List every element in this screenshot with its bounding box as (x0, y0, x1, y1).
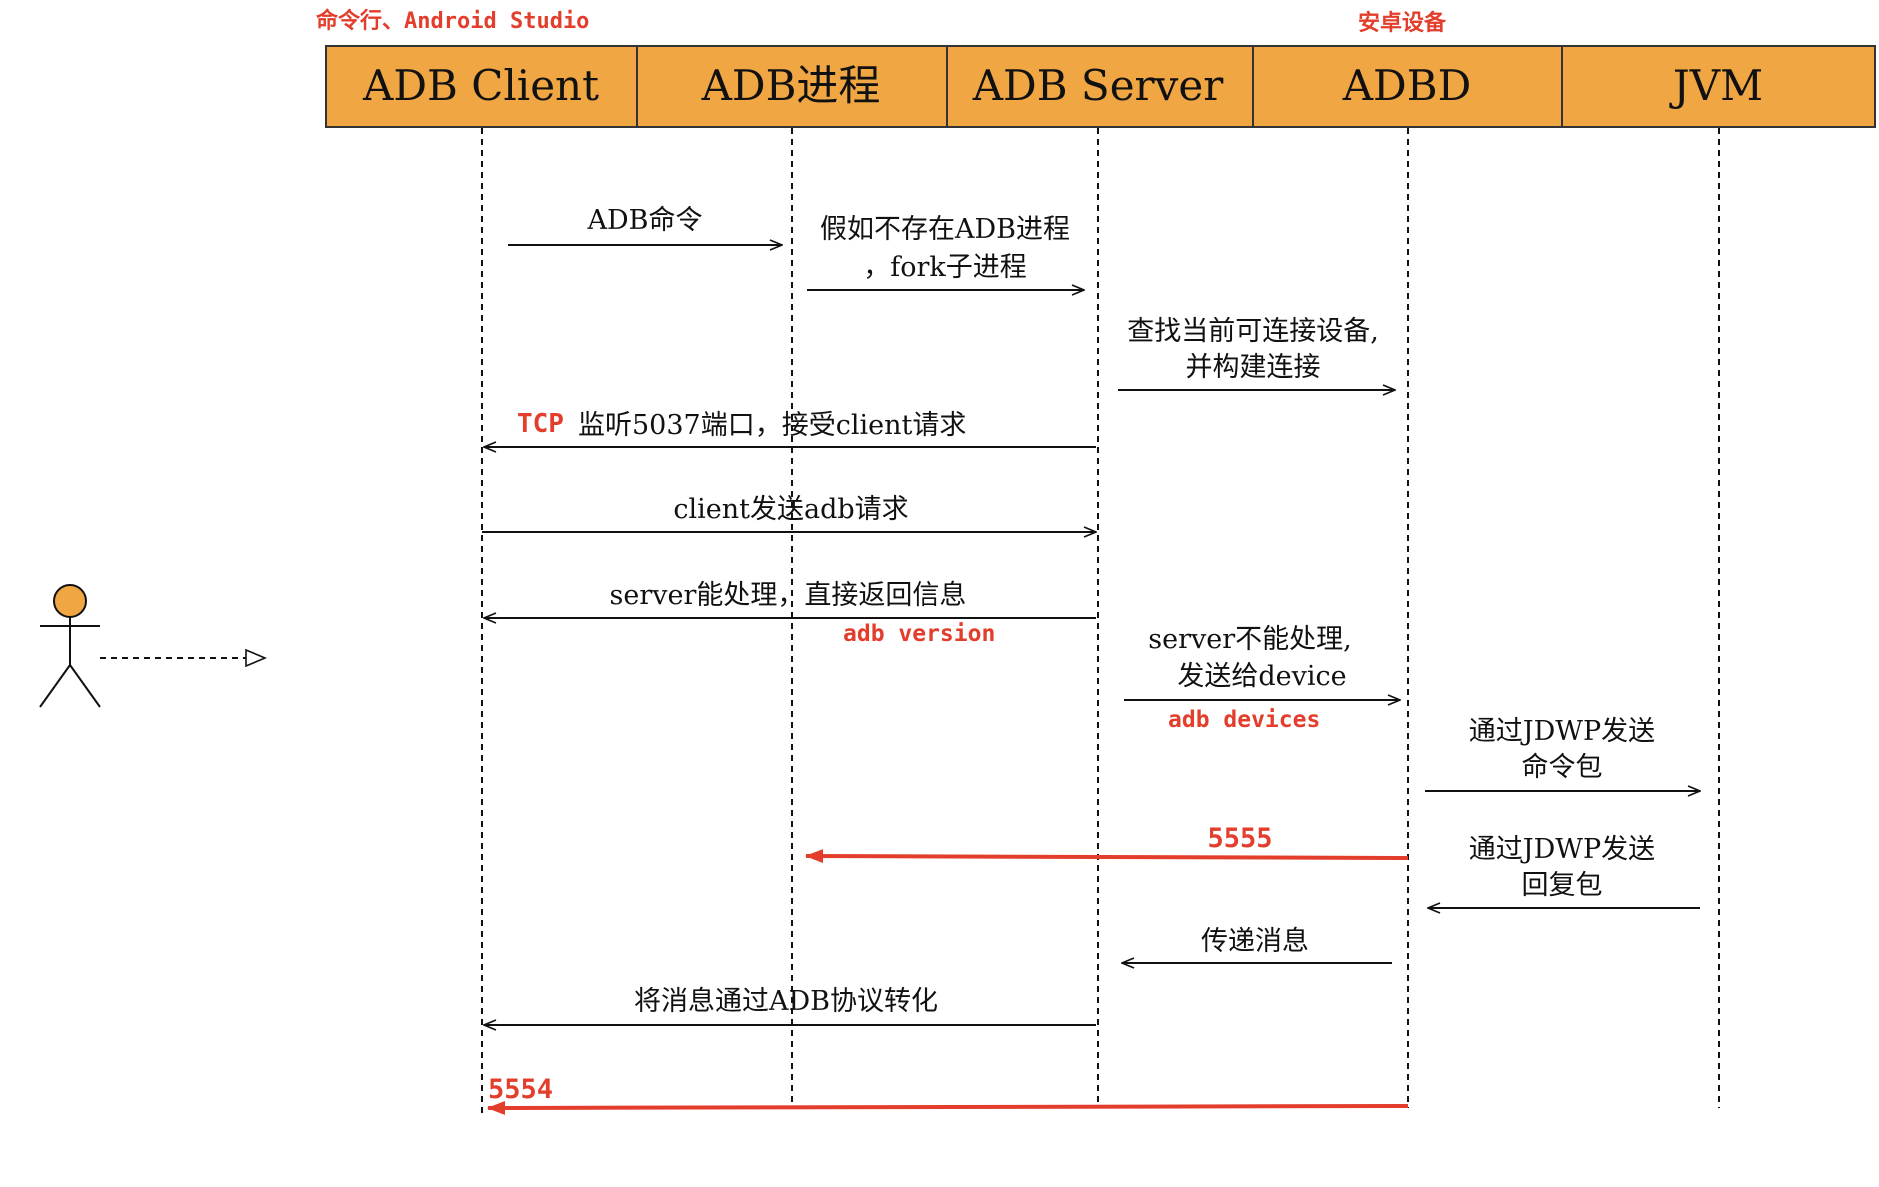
message-protocol-convert: 将消息通过ADB协议转化 (484, 986, 1096, 1025)
label-server-return: server能处理，直接返回信息 (610, 580, 967, 611)
actor-leg-left (39, 664, 71, 708)
label-port-5554: 5554 (488, 1074, 553, 1105)
label-protocol-convert: 将消息通过ADB协议转化 (634, 986, 938, 1017)
label-jdwp-command-line1: 通过JDWP发送 (1469, 716, 1655, 747)
message-find-devices: 查找当前可连接设备, 并构建连接 (1118, 316, 1395, 390)
actor-head (53, 584, 87, 618)
participant-box-jvm (1561, 45, 1876, 128)
label-tcp-tag: TCP (517, 409, 564, 439)
note-adb-devices: adb devices (1168, 707, 1320, 733)
participant-label-adbd: ADBD (1342, 61, 1472, 110)
actor-user (39, 584, 101, 708)
label-tcp-listen: 监听5037端口，接受client请求 (578, 410, 966, 441)
note-adb-version: adb version (843, 621, 995, 647)
client-side-label: 命令行、Android Studio (316, 8, 589, 34)
participant-label-adb-client: ADB Client (362, 61, 599, 110)
participant-label-adb-process: ADB进程 (701, 61, 881, 110)
message-port-5555: 5555 (805, 823, 1409, 864)
participant-label-jvm: JVM (1669, 61, 1763, 110)
participant-header: ADB Client ADB进程 ADB Server ADBD JVM (325, 45, 1876, 128)
message-jdwp-command: 通过JDWP发送 命令包 (1425, 716, 1700, 791)
label-port-5555: 5555 (1207, 823, 1272, 854)
label-pass-message: 传递消息 (1201, 926, 1309, 957)
arrow-port-5555 (805, 849, 1409, 864)
participant-box-adbd (1252, 45, 1563, 128)
arrow-port-5554 (487, 1100, 1409, 1115)
label-send-device-line1: server不能处理, (1148, 624, 1351, 655)
message-tcp-listen: TCP 监听5037端口，接受client请求 (484, 409, 1096, 447)
message-send-device: server不能处理, 发送给device adb devices (1124, 624, 1400, 733)
label-send-device-line2: 发送给device (1177, 661, 1346, 692)
message-client-request: client发送adb请求 (482, 494, 1096, 532)
actor-leg-right (69, 664, 101, 708)
label-adb-command: ADB命令 (587, 205, 703, 236)
label-jdwp-command-line2: 命令包 (1522, 752, 1603, 783)
label-fork-process-line2: ，fork子进程 (863, 252, 1027, 283)
label-client-request: client发送adb请求 (673, 494, 908, 525)
message-adb-command: ADB命令 (508, 205, 782, 245)
label-fork-process-line1: 假如不存在ADB进程 (820, 214, 1070, 245)
label-jdwp-reply-line1: 通过JDWP发送 (1469, 834, 1655, 865)
participant-box-adb-server (946, 45, 1254, 128)
message-pass-message: 传递消息 (1122, 926, 1392, 963)
label-find-devices-line2: 并构建连接 (1186, 352, 1321, 383)
label-find-devices-line1: 查找当前可连接设备, (1127, 316, 1379, 347)
lifelines (481, 128, 1720, 1115)
label-jdwp-reply-line2: 回复包 (1522, 870, 1603, 901)
participant-label-adb-server: ADB Server (972, 61, 1225, 110)
device-side-label: 安卓设备 (1358, 10, 1447, 36)
message-jdwp-reply: 通过JDWP发送 回复包 (1428, 834, 1700, 908)
participant-box-adb-process (636, 45, 948, 128)
message-port-5554: 5554 (487, 1074, 1409, 1115)
message-server-return: server能处理，直接返回信息 adb version (484, 580, 1096, 647)
message-fork-process: 假如不存在ADB进程 ，fork子进程 (807, 214, 1084, 290)
participant-box-adb-client (325, 45, 638, 128)
